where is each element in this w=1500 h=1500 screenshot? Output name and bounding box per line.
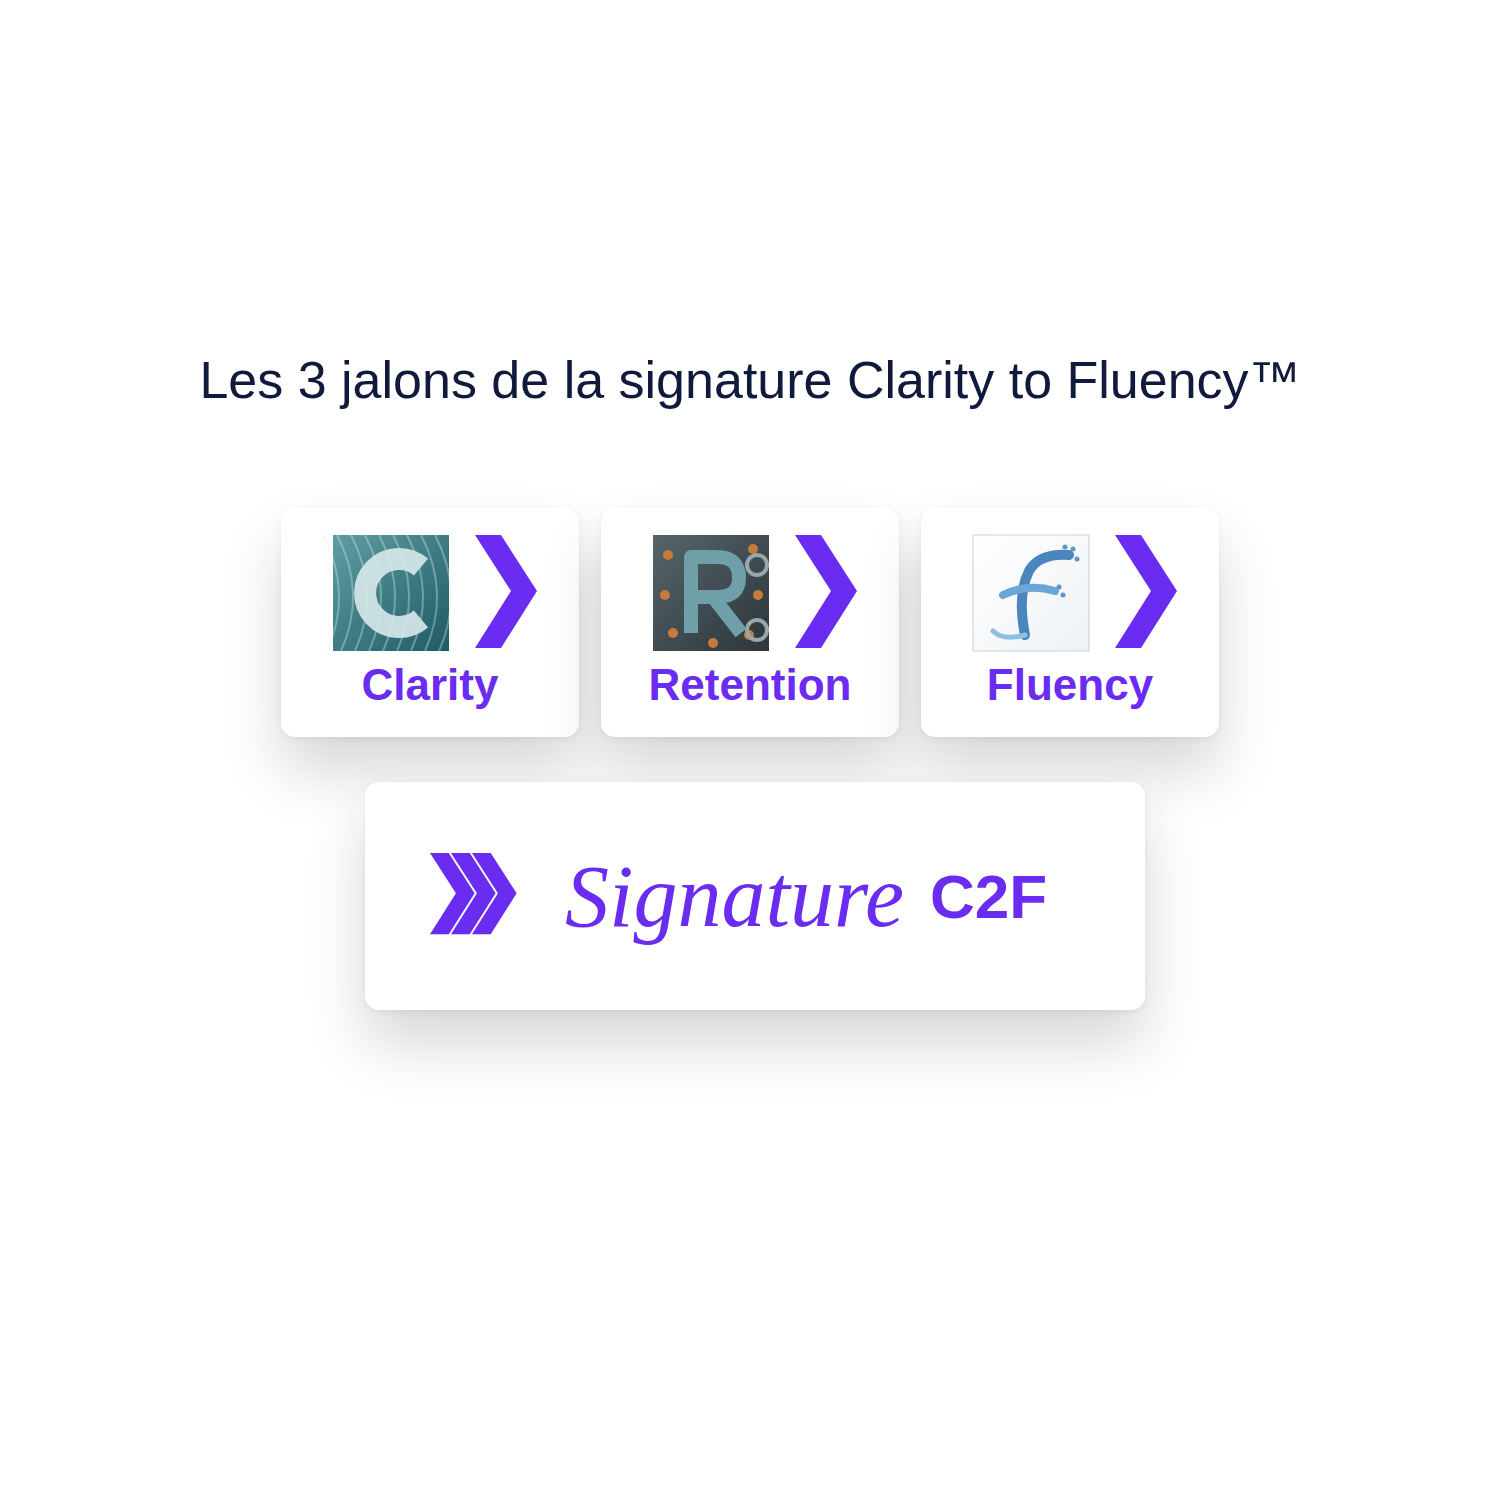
chevron-arrow [1115, 535, 1177, 648]
signature-script: Signature [565, 846, 904, 947]
milestone-label: Fluency [921, 660, 1219, 710]
letter-icon [653, 535, 769, 651]
signature-row: Signature C2F [565, 782, 1047, 1010]
chevron-arrow [472, 853, 517, 934]
signature-code: C2F [930, 861, 1047, 932]
milestone-box: Retention [601, 508, 899, 737]
chevron-arrow [795, 535, 857, 648]
milestone-box: Clarity [281, 508, 579, 737]
signature-box: Signature C2F [365, 782, 1145, 1010]
letter-icon [973, 535, 1089, 651]
chevron-arrow [475, 535, 537, 648]
milestone-box: Fluency [921, 508, 1219, 737]
diagram-title: Les 3 jalons de la signature Clarity to … [20, 350, 1480, 410]
letter-icon [323, 535, 451, 651]
milestone-label: Retention [601, 660, 899, 710]
milestone-label: Clarity [281, 660, 579, 710]
